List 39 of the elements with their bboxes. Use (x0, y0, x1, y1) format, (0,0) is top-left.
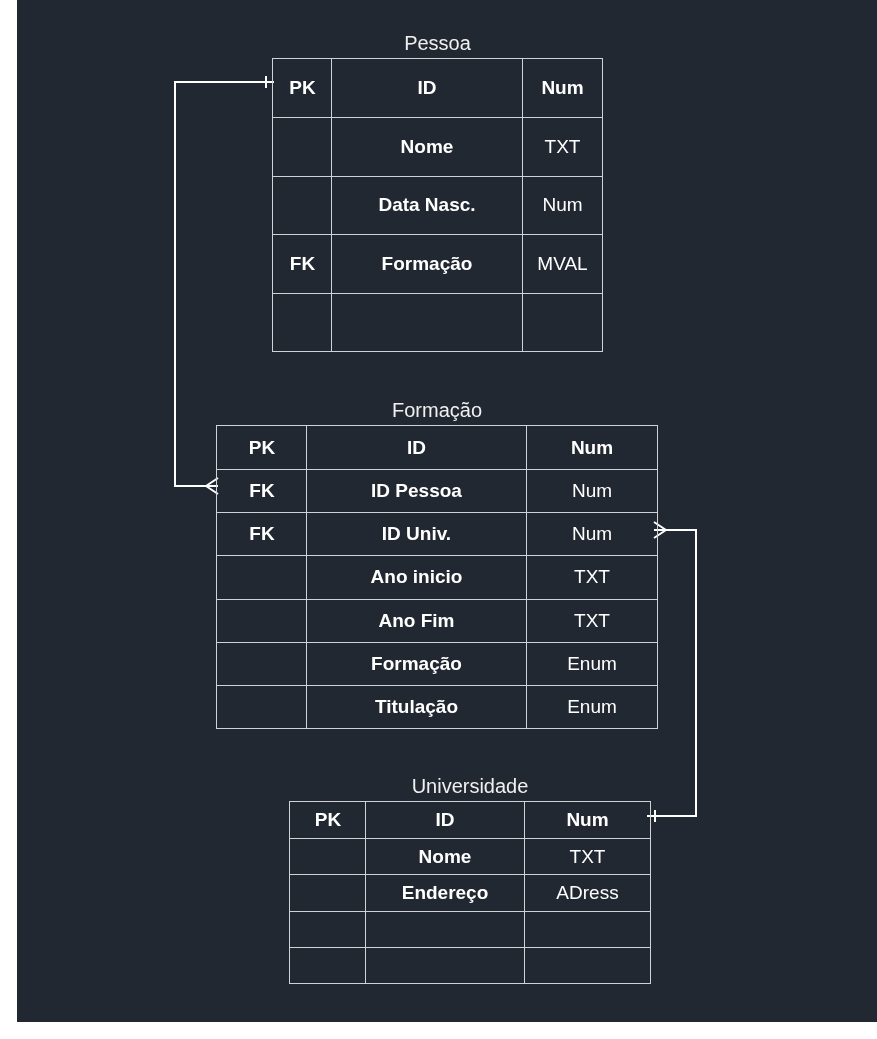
table-title: Pessoa (403, 32, 472, 55)
field-type: Num (570, 479, 614, 504)
field-name: Nome (399, 135, 455, 160)
field-type: TXT (573, 608, 611, 633)
field-name: Nome (417, 844, 473, 869)
field-type: MVAL (536, 251, 589, 276)
field-type: Num (570, 522, 614, 547)
key-label: PK (247, 435, 277, 460)
field-type: Num (540, 76, 585, 101)
field-name: Titulação (373, 694, 460, 719)
key-label: FK (248, 479, 276, 504)
field-name: Endereço (400, 881, 490, 905)
field-name: Formação (380, 251, 474, 276)
field-name: ID (406, 435, 427, 460)
field-name: Ano Fim (377, 608, 456, 633)
field-name: ID Pessoa (370, 479, 463, 504)
key-label: FK (288, 251, 317, 276)
field-name: Data Nasc. (377, 193, 477, 218)
field-type: ADress (555, 881, 620, 905)
field-type: TXT (568, 844, 607, 869)
field-type: Num (565, 808, 610, 833)
table-title: Formação (391, 399, 483, 422)
field-type: Enum (566, 694, 618, 719)
key-label: PK (288, 76, 317, 101)
field-type: TXT (543, 135, 582, 160)
key-label: FK (248, 522, 276, 547)
field-name: Formação (370, 651, 463, 676)
relationship-line (174, 75, 275, 495)
field-name: ID Univ. (380, 522, 453, 547)
field-name: Ano inicio (369, 565, 464, 590)
table-title: Universidade (410, 775, 530, 798)
key-label: PK (313, 808, 343, 833)
relationship-line (646, 521, 697, 823)
field-type: Num (541, 193, 584, 218)
field-type: TXT (573, 565, 611, 590)
field-name: ID (416, 76, 438, 101)
field-type: Enum (566, 651, 618, 676)
field-type: Num (569, 435, 615, 460)
field-name: ID (434, 808, 456, 833)
